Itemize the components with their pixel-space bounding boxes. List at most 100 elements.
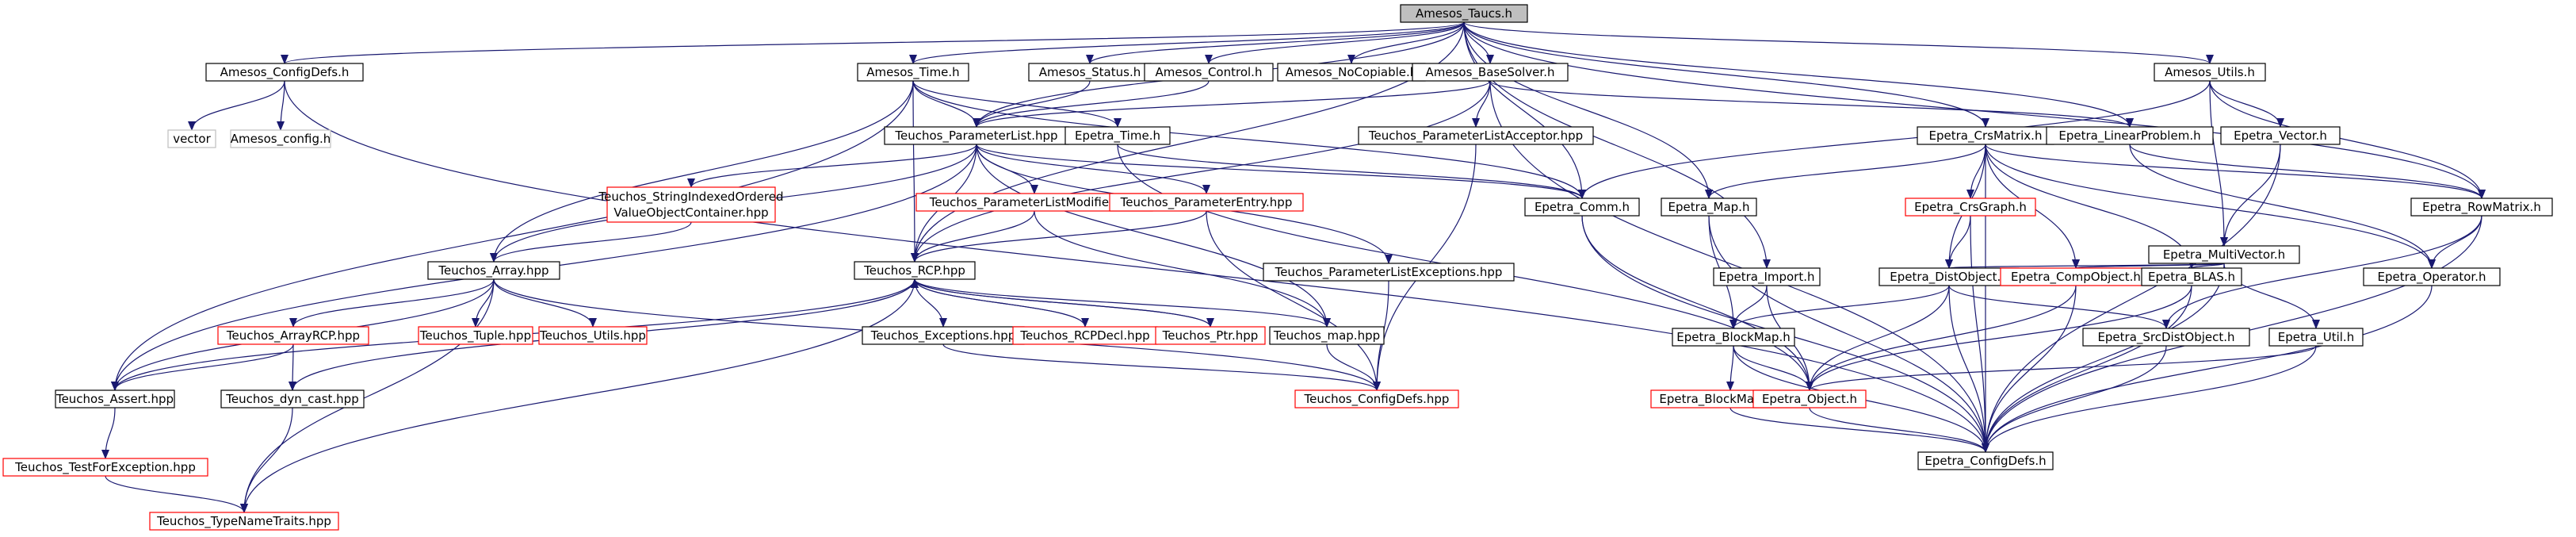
node-label: Epetra_DistObject.h — [1890, 270, 2008, 285]
node-box — [2268, 328, 2364, 347]
node-box — [2363, 267, 2501, 286]
node-label: Teuchos_Tuple.hpp — [419, 328, 531, 343]
node-box — [220, 389, 365, 409]
node-teuchos_testforexception_hpp[interactable]: Teuchos_TestForException.hpp — [2, 458, 208, 477]
node-epetra_util_h[interactable]: Epetra_Util.h — [2268, 328, 2364, 347]
node-epetra_rowmatrix_h[interactable]: Epetra_RowMatrix.h — [2410, 198, 2553, 217]
edge-amesos_utils_h-to-epetra_vector_h — [2209, 80, 2284, 128]
node-box — [230, 129, 331, 148]
node-teuchos_rcp_hpp[interactable]: Teuchos_RCP.hpp — [854, 261, 976, 280]
node-epetra_map_h[interactable]: Epetra_Map.h — [1661, 198, 1757, 217]
node-epetra_multivector_h[interactable]: Epetra_MultiVector.h — [2148, 245, 2300, 264]
edge-epetra_vector_h-to-epetra_multivector_h — [2220, 144, 2281, 247]
node-epetra_blas_h[interactable]: Epetra_BLAS.h — [2141, 267, 2242, 286]
node-box — [2141, 267, 2242, 286]
node-amesos_taucs_h[interactable]: Amesos_Taucs.h — [1400, 4, 1528, 23]
edge-amesos_taucs_h-to-amesos_status_h — [1086, 21, 1465, 64]
node-epetra_distobject_h[interactable]: Epetra_DistObject.h — [1878, 267, 2020, 286]
node-epetra_time_h[interactable]: Epetra_Time.h — [1064, 126, 1171, 145]
node-label: Epetra_Object.h — [1762, 392, 1857, 407]
edge-epetra_crsgraph_h-to-epetra_distobject_h — [1945, 215, 1971, 269]
node-box — [217, 326, 369, 345]
edge-amesos_configdefs_h-to-amesos_config_h — [277, 80, 285, 131]
node-amesos_utils_h[interactable]: Amesos_Utils.h — [2154, 63, 2266, 82]
node-amesos_time_h[interactable]: Amesos_Time.h — [857, 63, 969, 82]
edge-epetra_crsmatrix_h-to-epetra_map_h — [1705, 144, 1986, 199]
node-epetra_linearproblem_h[interactable]: Epetra_LinearProblem.h — [2046, 126, 2214, 145]
node-epetra_vector_h[interactable]: Epetra_Vector.h — [2220, 126, 2341, 145]
node-box — [55, 389, 175, 409]
node-teuchos_dyn_cast_hpp[interactable]: Teuchos_dyn_cast.hpp — [220, 389, 365, 409]
node-amesos_nocopiable_h[interactable]: Amesos_NoCopiable.h — [1277, 63, 1426, 82]
edge-epetra_util_h-to-epetra_object_h — [1806, 345, 2317, 391]
node-teuchos_configdefs_hpp[interactable]: Teuchos_ConfigDefs.hpp — [1294, 389, 1459, 409]
node-teuchos_utils_hpp[interactable]: Teuchos_Utils.hpp — [538, 326, 648, 345]
node-box — [1713, 267, 1821, 286]
edge-epetra_rowmatrix_h-to-epetra_srcdistobject_h — [2162, 215, 2482, 329]
node-label: Amesos_Taucs.h — [1416, 6, 1512, 21]
node-teuchos_tuple_hpp[interactable]: Teuchos_Tuple.hpp — [418, 326, 533, 345]
node-teuchos_rcpdecl_hpp[interactable]: Teuchos_RCPDecl.hpp — [1012, 326, 1158, 345]
node-epetra_comm_h[interactable]: Epetra_Comm.h — [1524, 198, 1640, 217]
node-epetra_object_h[interactable]: Epetra_Object.h — [1752, 389, 1867, 409]
node-teuchos_parameterlistacceptor_hpp[interactable]: Teuchos_ParameterListAcceptor.hpp — [1358, 126, 1594, 145]
edge-teuchos_array_hpp-to-teuchos_typenametraits_hpp — [240, 278, 495, 513]
node-box — [1144, 63, 1274, 82]
edge-amesos_taucs_h-to-amesos_nocopiable_h — [1347, 21, 1465, 64]
node-amesos_basesolver_h[interactable]: Amesos_BaseSolver.h — [1412, 63, 1569, 82]
node-teuchos_parameterentry_hpp[interactable]: Teuchos_ParameterEntry.hpp — [1109, 193, 1304, 212]
node-teuchos_assert_hpp[interactable]: Teuchos_Assert.hpp — [55, 389, 175, 409]
node-label: Epetra_Vector.h — [2234, 128, 2327, 144]
node-epetra_compobject_h[interactable]: Epetra_CompObject.h — [2000, 267, 2152, 286]
node-amesos_status_h[interactable]: Amesos_Status.h — [1028, 63, 1152, 82]
node-epetra_import_h[interactable]: Epetra_Import.h — [1713, 267, 1821, 286]
node-label: Amesos_Utils.h — [2165, 65, 2255, 80]
node-teuchos_parameterlistmodifier_hpp[interactable]: Teuchos_ParameterListModifier.hpp — [915, 193, 1153, 212]
edge-amesos_taucs_h-to-amesos_time_h — [909, 21, 1465, 64]
node-box — [1412, 63, 1569, 82]
node-label: Teuchos_ArrayRCP.hpp — [226, 328, 360, 343]
node-box — [2154, 63, 2266, 82]
node-epetra_crsgraph_h[interactable]: Epetra_CrsGraph.h — [1905, 198, 2036, 217]
edge-teuchos_parameterentry_hpp-to-teuchos_configdefs_hpp — [1206, 210, 1381, 391]
edge-amesos_taucs_h-to-amesos_utils_h — [1463, 21, 2214, 64]
node-label: Teuchos_ParameterListAcceptor.hpp — [1368, 128, 1583, 144]
node-teuchos_parameterlist_hpp[interactable]: Teuchos_ParameterList.hpp — [884, 126, 1069, 145]
node-box — [205, 63, 364, 82]
node-amesos_control_h[interactable]: Amesos_Control.h — [1144, 63, 1274, 82]
edge-amesos_taucs_h-to-epetra_crsmatrix_h — [1463, 21, 1989, 128]
node-epetra_blockmap_h[interactable]: Epetra_BlockMap.h — [1672, 328, 1795, 347]
node-amesos_configdefs_h[interactable]: Amesos_ConfigDefs.h — [205, 63, 364, 82]
node-box — [857, 63, 969, 82]
node-teuchos_parameterlistexceptions_hpp[interactable]: Teuchos_ParameterListExceptions.hpp — [1263, 263, 1515, 282]
node-teuchos_exceptions_hpp[interactable]: Teuchos_Exceptions.hpp — [862, 326, 1025, 345]
node-vector[interactable]: vector — [167, 129, 216, 148]
node-label: Teuchos_ConfigDefs.hpp — [1304, 392, 1450, 407]
node-box — [1752, 389, 1867, 409]
edge-epetra_blas_h-to-epetra_object_h — [1806, 285, 2192, 391]
node-label: Epetra_ConfigDefs.h — [1924, 454, 2046, 469]
node-teuchos_ptr_hpp[interactable]: Teuchos_Ptr.hpp — [1155, 326, 1266, 345]
node-label: Teuchos_ParameterListModifier.hpp — [929, 195, 1139, 210]
edge-teuchos_stringindexedorderedvalueobjectcontainer_hpp-to-teuchos_array_hpp — [490, 221, 692, 263]
node-epetra_srcdistobject_h[interactable]: Epetra_SrcDistObject.h — [2082, 328, 2250, 347]
node-box — [167, 129, 216, 148]
node-label: Epetra_Import.h — [1718, 270, 1814, 285]
node-teuchos_array_hpp[interactable]: Teuchos_Array.hpp — [427, 261, 560, 280]
node-box — [1672, 328, 1795, 347]
node-teuchos_map_hpp[interactable]: Teuchos_map.hpp — [1269, 326, 1385, 345]
node-teuchos_typenametraits_hpp[interactable]: Teuchos_TypeNameTraits.hpp — [149, 512, 339, 531]
node-box — [1661, 198, 1757, 217]
edge-teuchos_array_hpp-to-teuchos_arrayrcp_hpp — [289, 278, 495, 328]
edge-epetra_multivector_h-to-epetra_configdefs_h — [1982, 263, 2225, 453]
edge-amesos_status_h-to-teuchos_parameterlist_hpp — [973, 80, 1091, 128]
node-amesos_config_h[interactable]: Amesos_config.h — [230, 129, 331, 148]
node-epetra_crsmatrix_h[interactable]: Epetra_CrsMatrix.h — [1917, 126, 2054, 145]
node-epetra_operator_h[interactable]: Epetra_Operator.h — [2363, 267, 2501, 286]
edge-epetra_compobject_h-to-epetra_configdefs_h — [1982, 285, 2077, 453]
node-teuchos_arrayrcp_hpp[interactable]: Teuchos_ArrayRCP.hpp — [217, 326, 369, 345]
node-label: Epetra_BLAS.h — [2148, 270, 2235, 285]
node-epetra_configdefs_h[interactable]: Epetra_ConfigDefs.h — [1917, 451, 2054, 470]
edge-epetra_comm_h-to-epetra_object_h — [1581, 215, 1814, 391]
node-teuchos_stringindexedorderedvalueobjectcontainer_hpp[interactable]: Teuchos_StringIndexedOrderedValueObjectC… — [598, 186, 784, 223]
